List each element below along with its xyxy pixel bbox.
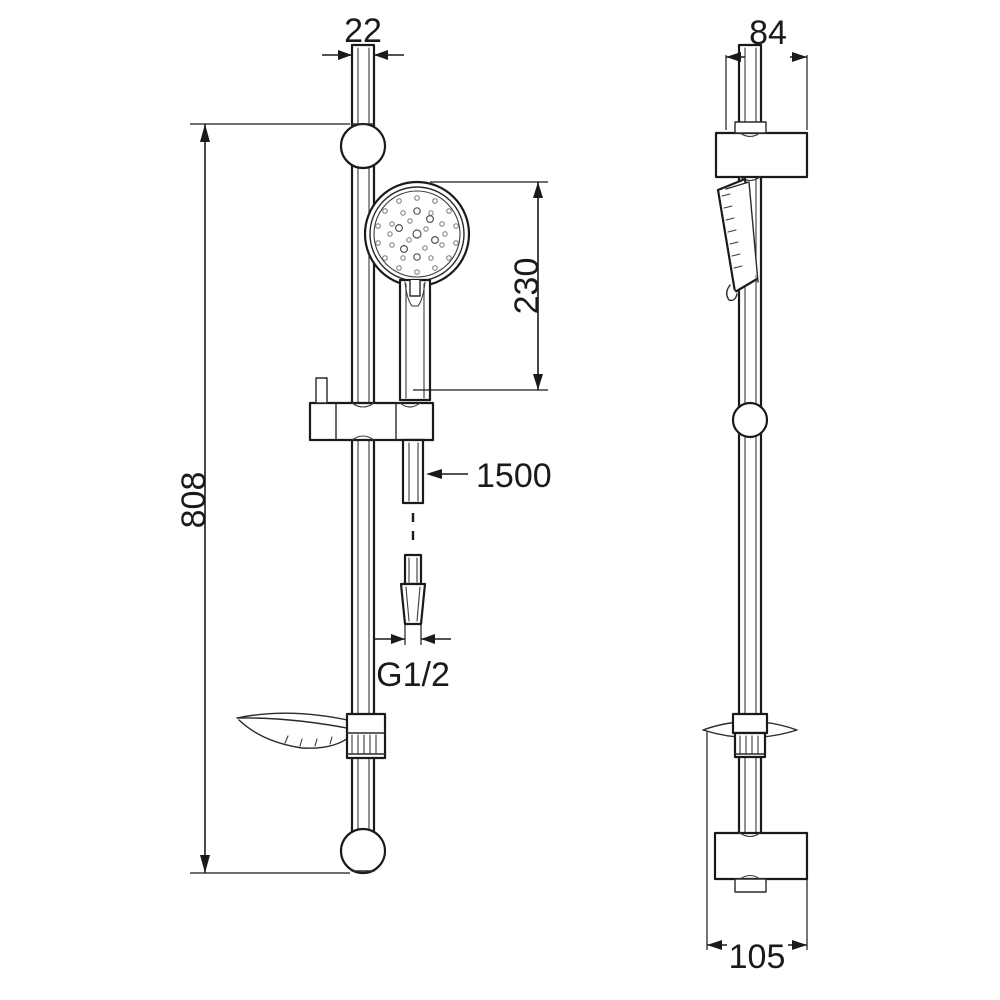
dimension-head-height: 230 — [413, 181, 548, 391]
dimension-thread-size: G1/2 — [375, 624, 451, 694]
dimension-label-base-depth: 105 — [729, 938, 786, 976]
side-rail-mid-ring — [731, 401, 769, 439]
front-rail-top-cap — [339, 122, 387, 170]
front-dish-clamp — [345, 712, 387, 760]
front-hose-upper — [401, 438, 425, 505]
dimension-label-head-height: 230 — [508, 258, 546, 315]
front-slider-bracket — [308, 377, 435, 442]
dimension-base-depth: 105 — [706, 732, 808, 976]
spray-nozzle-pattern — [375, 195, 459, 275]
dimension-hose-length: 1500 — [426, 457, 552, 495]
dimension-total-height: 808 — [175, 123, 350, 874]
front-rail-bottom-cap — [339, 827, 387, 875]
dimension-bracket-depth: 84 — [725, 14, 808, 130]
side-soap-dish — [702, 712, 798, 759]
dimension-rail-diameter: 22 — [322, 12, 404, 120]
front-shower-handle — [398, 278, 432, 402]
dimension-label-bracket-depth: 84 — [749, 14, 787, 52]
dimension-label-thread-size: G1/2 — [376, 656, 450, 694]
dimension-label-rail-diameter: 22 — [344, 12, 382, 50]
dimension-label-total-height: 808 — [175, 472, 213, 529]
side-view — [702, 43, 809, 893]
front-shower-head — [363, 180, 471, 288]
dimension-label-hose-length: 1500 — [476, 457, 552, 495]
side-upper-bracket — [714, 121, 809, 182]
front-soap-dish — [236, 712, 353, 749]
side-shower-head — [716, 177, 759, 302]
front-view — [236, 43, 471, 875]
side-lower-bracket — [713, 831, 809, 893]
front-hose-connector — [399, 553, 427, 626]
